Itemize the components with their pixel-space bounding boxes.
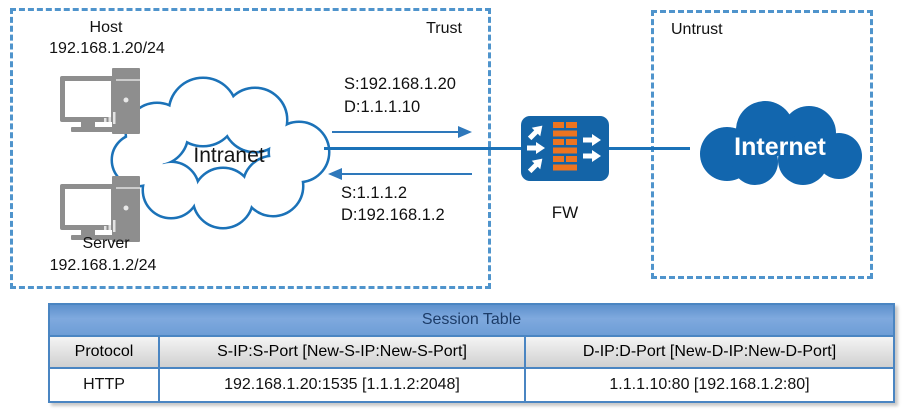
host-ip-label: 192.168.1.20/24 (49, 40, 165, 57)
link-firewall-to-internet (608, 147, 690, 150)
column-header-destination: D-IP:D-Port [New-D-IP:New-D-Port] (524, 335, 895, 369)
internet-cloud-icon: Internet (700, 101, 862, 185)
intranet-cloud-icon: Intranet (110, 76, 331, 230)
session-table-header-row: Protocol S-IP:S-Port [New-S-IP:New-S-Por… (48, 335, 895, 369)
outbound-source-label: S:192.168.1.20 (344, 75, 456, 93)
return-source-label: S:1.1.1.2 (341, 184, 408, 202)
firewall-label: FW (551, 203, 579, 222)
host-label: Host (89, 19, 123, 36)
outbound-arrowhead-icon (458, 126, 472, 138)
link-intranet-to-firewall (324, 147, 521, 150)
session-table-title-row: Session Table (48, 303, 895, 337)
server-label: Server (82, 235, 130, 252)
trust-zone-label: Trust (426, 20, 462, 37)
host-computer-icon (60, 68, 140, 134)
intranet-label: Intranet (193, 144, 264, 167)
return-arrowhead-icon (328, 168, 342, 180)
session-table-row: HTTP 192.168.1.20:1535 [1.1.1.2:2048] 1.… (48, 367, 895, 403)
cell-destination: 1.1.1.10:80 [192.168.1.2:80] (524, 367, 895, 403)
return-destination-label: D:192.168.1.2 (341, 206, 445, 224)
session-table: Session Table Protocol S-IP:S-Port [New-… (48, 303, 895, 403)
firewall-icon (521, 116, 609, 181)
column-header-source: S-IP:S-Port [New-S-IP:New-S-Port] (158, 335, 526, 369)
return-arrow-line (342, 173, 472, 175)
server-ip-label: 192.168.1.2/24 (49, 257, 157, 274)
column-header-protocol: Protocol (48, 335, 160, 369)
cell-source: 192.168.1.20:1535 [1.1.1.2:2048] (158, 367, 526, 403)
internet-label: Internet (734, 133, 826, 161)
outbound-destination-label: D:1.1.1.10 (344, 98, 421, 116)
untrust-zone (651, 10, 873, 279)
untrust-zone-label: Untrust (671, 21, 723, 38)
outbound-arrow-line (332, 131, 459, 133)
server-computer-icon (60, 176, 140, 242)
session-table-title: Session Table (48, 303, 895, 337)
cell-protocol: HTTP (48, 367, 160, 403)
